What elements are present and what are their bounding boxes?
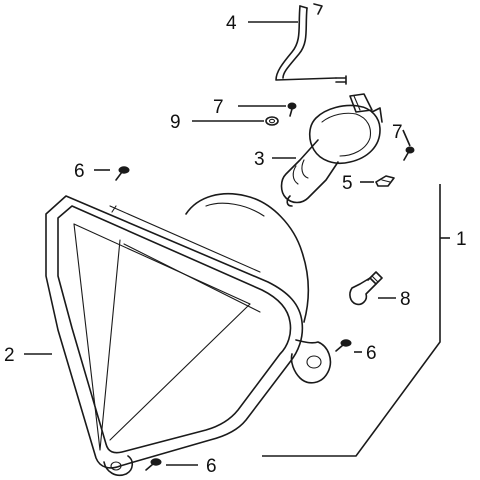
callout-4: 4: [226, 13, 237, 34]
callout-7-right: 7: [392, 122, 403, 143]
callout-3: 3: [254, 149, 265, 170]
callout-6-middle-right: 6: [366, 343, 377, 364]
callout-8: 8: [400, 289, 411, 310]
headlight-bulb-part: [280, 93, 383, 207]
spring-clip-part: [375, 175, 395, 187]
nut-part: [265, 116, 279, 126]
leader-lines: [24, 21, 450, 466]
callout-7-upper: 7: [213, 97, 224, 118]
leader-1: [262, 184, 441, 457]
callout-6-top-left: 6: [74, 161, 85, 182]
screw-upper-part: [287, 102, 297, 117]
wire-harness-part: [275, 3, 347, 85]
callout-5: 5: [342, 173, 353, 194]
screw-bottom-part: [145, 458, 162, 471]
callout-1: 1: [456, 229, 467, 250]
callout-6-bottom: 6: [206, 456, 217, 477]
callout-9: 9: [170, 112, 181, 133]
callout-2: 2: [4, 345, 15, 366]
callout-labels: 4 7 9 7 3 6 5 1 8 6 2 6: [4, 13, 467, 477]
leader-7-right: [402, 129, 411, 147]
position-bulb-part: [349, 271, 383, 306]
screw-middle-right-part: [335, 339, 352, 352]
headlight-housing-part: [45, 192, 332, 477]
screw-right-part: [403, 146, 415, 161]
screw-top-left-part: [115, 166, 130, 181]
